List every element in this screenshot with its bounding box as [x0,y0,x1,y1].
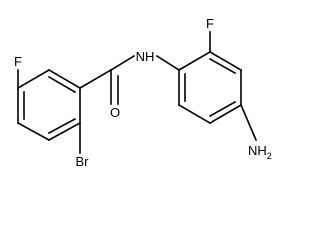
bond-to-carbonyl [78,68,113,90]
structure-canvas: F Br O NH F NH2 [14,16,272,169]
bond-r4-r5 [208,103,243,125]
amino-subscript: 2 [267,151,272,161]
bond-carbonyl-to-nitrogen [109,54,136,72]
bond-c4-c5-inner [47,117,77,135]
amino-main-text: NH [248,143,267,158]
amide-bonds [109,54,181,105]
atom-label-amide-nitrogen: NH [136,49,155,64]
atom-label-amino: NH2 [248,143,272,161]
bond-r5-r6 [177,103,212,125]
left-benzene-ring [16,68,82,142]
bond-to-amino [239,103,258,142]
bond-r1-r2 [177,50,212,72]
bond-nitrogen-to-ring [155,54,181,72]
atom-label-bromine: Br [76,154,90,169]
atom-label-oxygen: O [110,105,120,120]
right-substituent-bonds [209,31,258,142]
bond-c3-c4 [16,121,51,142]
bond-c6-c1 [47,68,82,90]
bond-r2-r3-inner [208,57,237,75]
atom-label-fluorine-right: F [206,16,214,31]
bond-c6-c1-inner [47,75,77,94]
atom-label-fluorine-left: F [14,54,22,69]
right-benzene-ring [177,50,243,125]
chemical-structure-diagram: F Br O NH F NH2 [14,16,272,169]
bond-r2-r3 [208,50,243,72]
left-substituent-bonds [17,68,113,154]
bond-c4-c5 [47,121,82,142]
bond-c1-c2 [16,68,51,90]
bond-r4-r5-inner [208,100,237,118]
